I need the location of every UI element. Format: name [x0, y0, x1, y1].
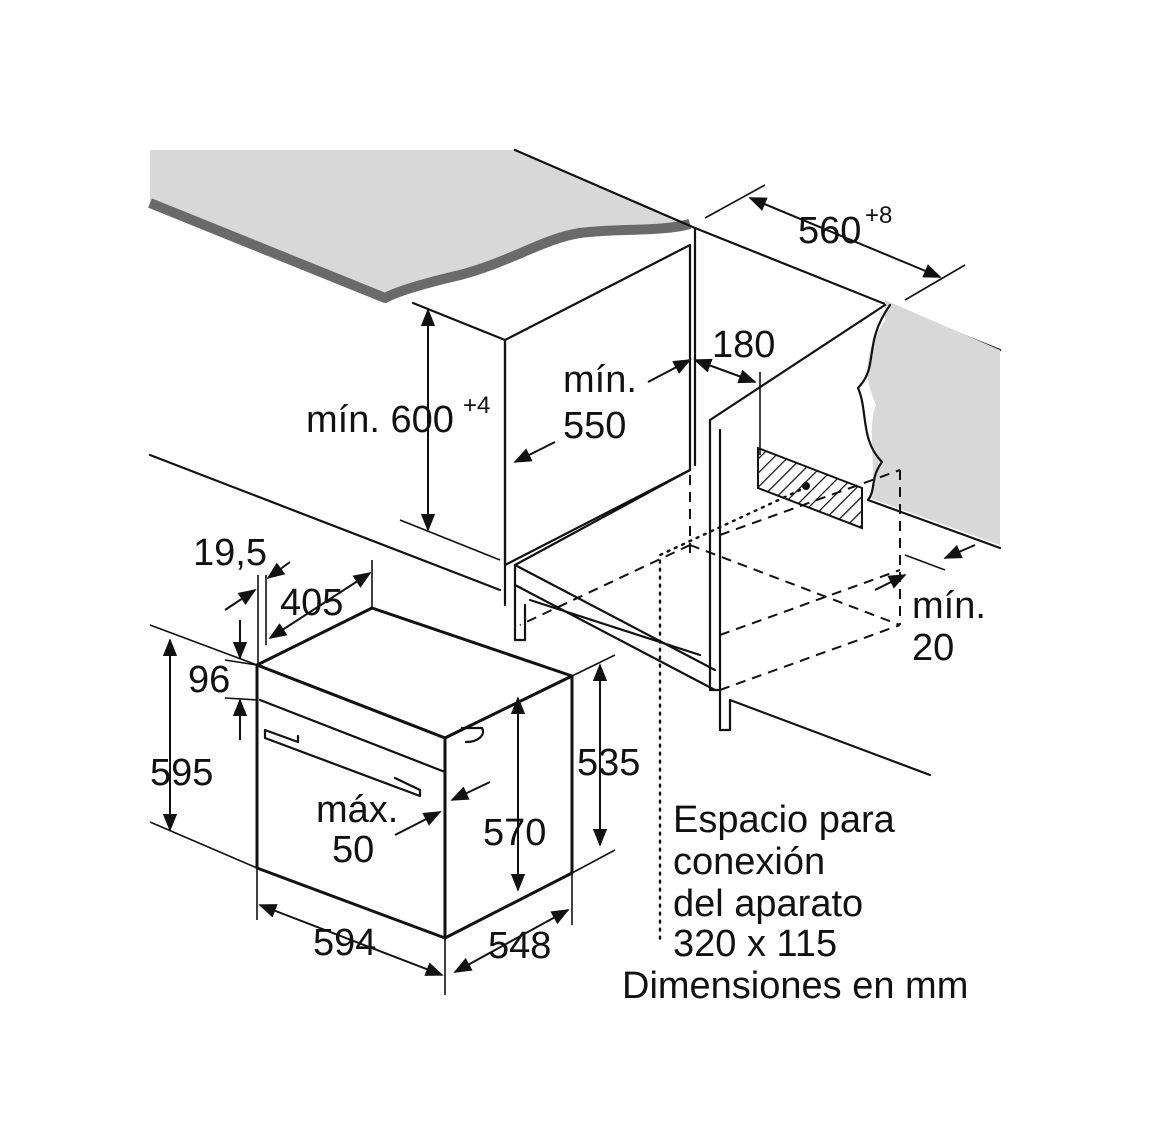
label-595: 595	[150, 752, 213, 794]
label-min-550-line2: 550	[563, 405, 626, 447]
label-405: 405	[280, 582, 343, 624]
right-wall-break-line	[856, 303, 892, 502]
cabinet	[148, 226, 932, 942]
oven-handle	[263, 728, 422, 798]
right-wall-shading	[867, 300, 1000, 545]
label-594: 594	[313, 922, 376, 964]
label-560: 560	[798, 210, 861, 252]
dimensions	[149, 184, 976, 995]
right-wall	[856, 300, 1002, 550]
label-548: 548	[488, 925, 551, 967]
dim-line-594	[258, 904, 444, 976]
label-connection-line1: Espacio para	[673, 799, 896, 841]
label-min-550-line1: mín.	[563, 359, 637, 401]
label-connection-line3: del aparato	[673, 883, 863, 925]
dim-line-20	[943, 544, 976, 559]
right-side-panel	[708, 303, 887, 692]
oven-control-strip	[258, 698, 447, 774]
label-96: 96	[188, 659, 230, 701]
label-19-5: 19,5	[193, 532, 267, 574]
label-min-20-line1: mín.	[912, 585, 986, 627]
labels: 560 +8 mín. 600 +4 mín. 550 180 mín. 20 …	[150, 202, 986, 1007]
label-180: 180	[712, 324, 775, 366]
label-min-600: mín. 600	[306, 399, 454, 441]
label-max-50-line2: 50	[332, 829, 374, 871]
label-min-20-line2: 20	[912, 627, 954, 669]
oven	[255, 606, 574, 940]
dim-line-19-5	[224, 589, 257, 611]
dim-line-560	[748, 197, 942, 278]
countertop-surface	[150, 150, 690, 302]
countertop-front-edge	[148, 198, 692, 303]
label-max-50-line1: máx.	[316, 789, 398, 831]
label-570: 570	[483, 812, 546, 854]
hidden-edges	[519, 469, 901, 691]
label-connection-line2: conexión	[673, 841, 825, 883]
label-600-tol: +4	[463, 392, 490, 419]
label-535: 535	[577, 742, 640, 784]
connection-dotted-leader	[658, 488, 802, 942]
label-560-tol: +8	[865, 202, 892, 229]
dim-line-50	[450, 781, 491, 801]
dim-line-180	[693, 358, 757, 384]
label-units-note: Dimensiones en mm	[622, 965, 968, 1007]
floor-line	[148, 453, 502, 592]
dim-line-548	[453, 909, 570, 973]
dim-line-550	[513, 441, 556, 463]
connection-box-center	[802, 482, 810, 490]
connection-box	[757, 446, 863, 530]
label-connection-line4: 320 x 115	[673, 923, 837, 965]
dim-line-405	[268, 572, 372, 639]
niche-floor-front	[513, 563, 717, 672]
